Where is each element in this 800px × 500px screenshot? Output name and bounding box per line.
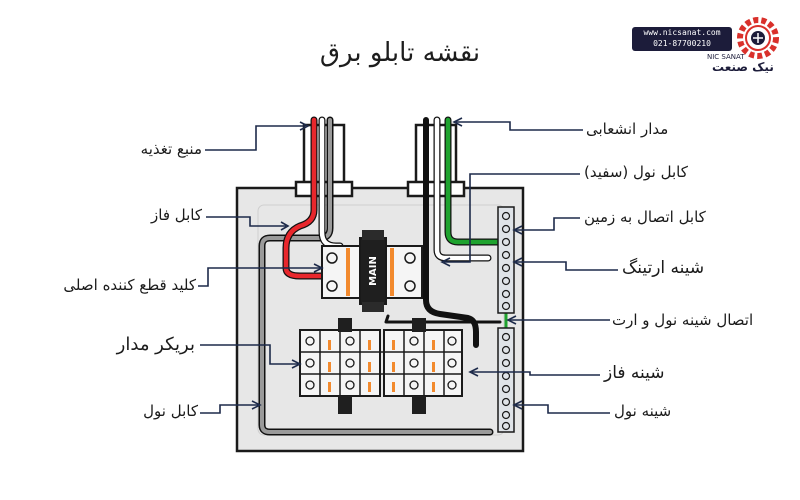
label-ground-bus: شینه ارتینگ	[622, 258, 705, 278]
black-wire-branch	[423, 117, 479, 348]
leader-main-breaker	[198, 267, 320, 287]
logo-contact-card: www.nicsanat.com 021-87700210	[632, 27, 732, 51]
diagram-title: نقشه تابلو برق	[319, 38, 481, 68]
leader-phase-bus	[472, 371, 600, 376]
leader-ground-cable	[516, 217, 580, 231]
logo-website: www.nicsanat.com	[643, 28, 721, 37]
circuit-breakers	[299, 318, 463, 414]
branch-wires	[384, 116, 508, 348]
logo-phone: 021-87700210	[653, 39, 711, 48]
leader-neutral-cable	[200, 404, 258, 414]
supply-wires	[258, 116, 494, 436]
logo-brand-en: NIC SANAT	[707, 53, 745, 61]
label-phase-cable: کابل فاز	[151, 206, 202, 224]
main-breaker-text: MAIN	[368, 256, 379, 286]
label-circuit-breaker: بریکر مدار	[116, 334, 195, 355]
label-neutral-white: کابل نول (سفید)	[584, 163, 688, 181]
label-neutral-ground-link: اتصال شینه نول و ارت	[612, 311, 754, 329]
leader-circuit-breaker	[200, 344, 298, 365]
label-phase-bus: شینه فاز	[604, 363, 665, 383]
label-power-source: منبع تغذیه	[140, 140, 202, 158]
logo-gear-icon	[737, 17, 779, 59]
panel-enclosure	[235, 186, 525, 453]
label-main-breaker: کلید قطع کننده اصلی	[63, 276, 196, 294]
logo-brand-fa: نیک صنعت	[712, 60, 774, 74]
leader-neutral-bus	[516, 404, 610, 414]
leader-lines	[198, 117, 618, 414]
leader-power-source	[205, 125, 305, 151]
ground-bus	[497, 206, 515, 314]
neutral-bus	[497, 327, 515, 433]
leader-branch-circuit	[456, 121, 583, 131]
label-ground-cable: کابل اتصال به زمین	[584, 208, 706, 226]
label-neutral-bus: شینه نول	[614, 402, 672, 420]
label-neutral-cable: کابل نول	[143, 402, 198, 420]
leader-neutral-white	[444, 173, 580, 263]
label-branch-circuit: مدار انشعابی	[586, 120, 669, 138]
leader-ground-bus	[516, 261, 618, 271]
leader-phase-cable	[206, 216, 286, 227]
main-breaker: MAIN	[321, 230, 423, 312]
